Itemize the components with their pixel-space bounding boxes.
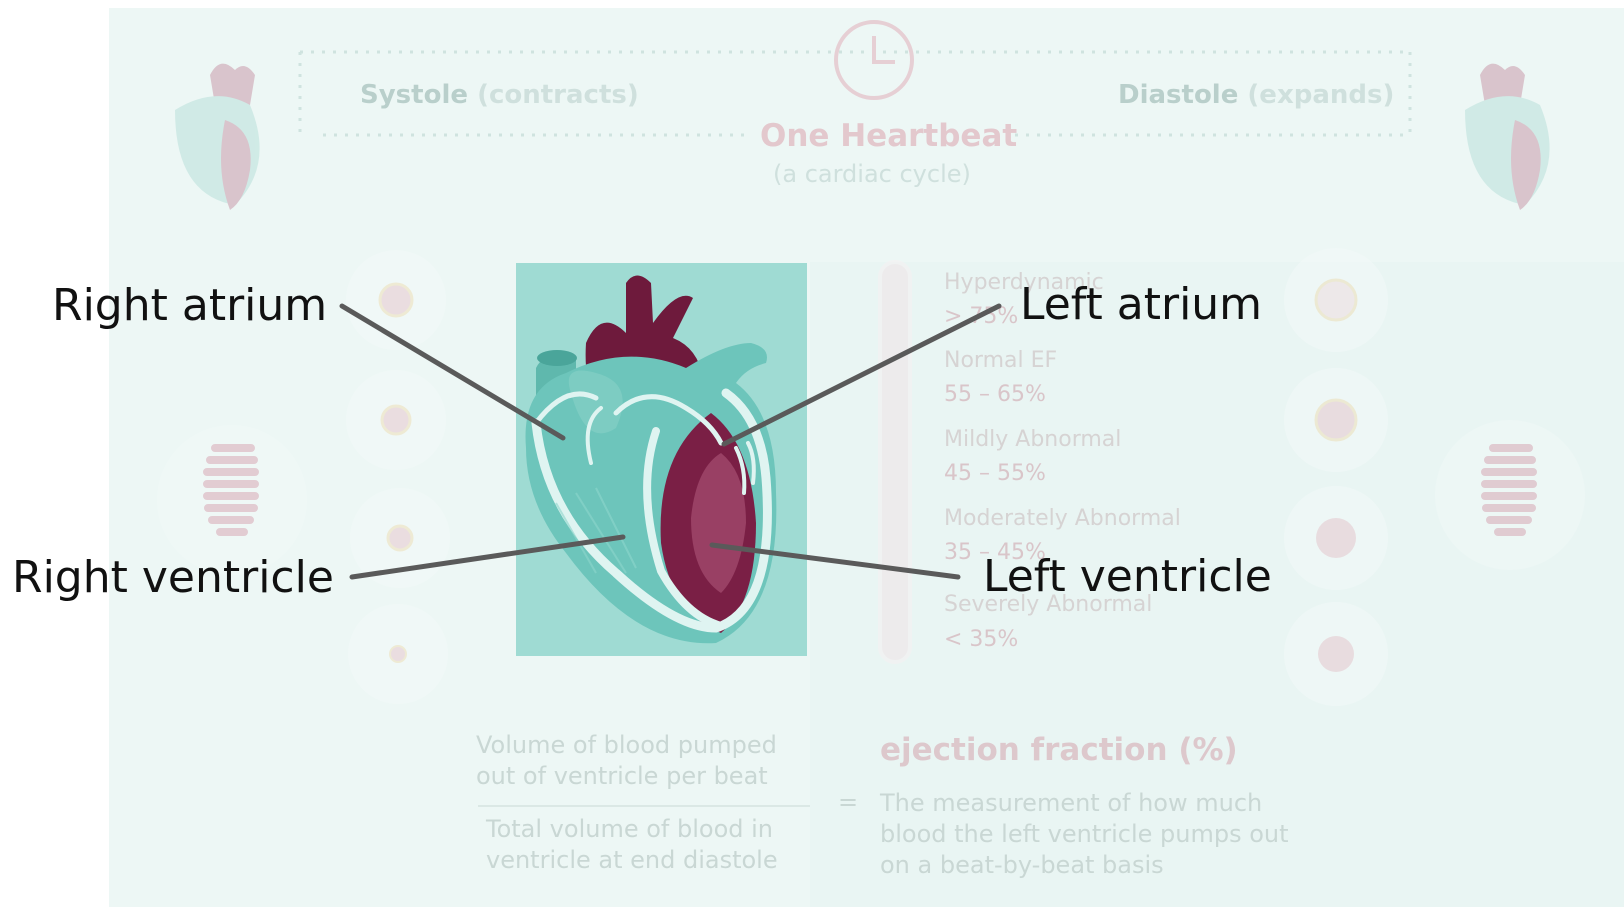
left-ventricle-label: Left ventricle — [983, 551, 1272, 602]
right-atrium-leader-line — [342, 306, 563, 438]
right-ventricle-leader-line — [352, 537, 623, 577]
right-atrium-label: Right atrium — [52, 280, 327, 331]
right-ventricle-label: Right ventricle — [12, 552, 334, 603]
left-atrium-label: Left atrium — [1020, 279, 1262, 330]
left-atrium-leader-line — [724, 306, 999, 444]
left-ventricle-leader-line — [712, 545, 958, 577]
